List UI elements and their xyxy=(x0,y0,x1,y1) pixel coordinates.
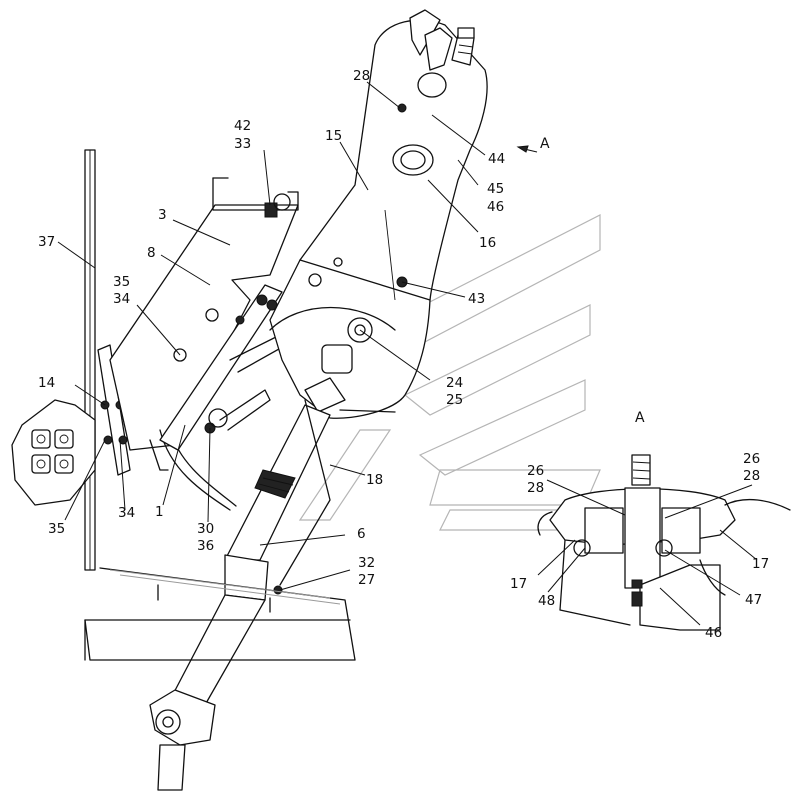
callout-15: 15 xyxy=(325,128,342,144)
callout-27: 27 xyxy=(358,572,375,588)
callout-46-main: 46 xyxy=(487,199,504,215)
view-callout-28-left: 28 xyxy=(527,480,544,496)
callout-30: 30 xyxy=(197,521,214,537)
bracket-plate xyxy=(109,177,299,451)
arrow-label-a: A xyxy=(540,136,550,152)
callout-33: 33 xyxy=(234,136,251,152)
view-callout-17-left: 17 xyxy=(510,576,527,592)
callout-34-b: 34 xyxy=(118,505,135,521)
callout-24: 24 xyxy=(446,375,463,391)
callout-16: 16 xyxy=(479,235,496,251)
callout-37: 37 xyxy=(38,234,55,250)
callout-34-a: 34 xyxy=(113,291,130,307)
callout-45: 45 xyxy=(487,181,504,197)
universal-joint xyxy=(149,689,216,791)
view-callout-26-left: 26 xyxy=(527,463,544,479)
callout-35-b: 35 xyxy=(48,521,65,537)
view-callout-17-right: 17 xyxy=(752,556,769,572)
direction-arrow xyxy=(516,145,538,153)
view-callout-46: 46 xyxy=(705,625,722,641)
floor-plate xyxy=(84,567,356,661)
cab-wall xyxy=(84,149,96,571)
callout-14: 14 xyxy=(38,375,55,391)
callout-28-top: 28 xyxy=(353,68,370,84)
callout-35-a: 35 xyxy=(113,274,130,290)
leader-lines xyxy=(57,81,758,626)
top-handles xyxy=(409,9,475,71)
callout-3: 3 xyxy=(158,207,167,223)
view-callout-47: 47 xyxy=(745,592,762,608)
callout-36: 36 xyxy=(197,538,214,554)
column-mount-plate xyxy=(159,284,296,451)
view-callout-26-right: 26 xyxy=(743,451,760,467)
callout-42: 42 xyxy=(234,118,251,134)
steering-column xyxy=(169,399,331,706)
callout-8: 8 xyxy=(147,245,156,261)
callout-25: 25 xyxy=(446,392,463,408)
pedal-housing xyxy=(269,19,488,419)
view-callout-28-right: 28 xyxy=(743,468,760,484)
callout-labels: 28 42 33 15 A 44 45 46 3 16 37 8 35 34 4… xyxy=(38,68,769,641)
callout-18: 18 xyxy=(366,472,383,488)
view-a-detail xyxy=(537,454,791,631)
callout-43: 43 xyxy=(468,291,485,307)
view-callout-48: 48 xyxy=(538,593,555,609)
callout-1: 1 xyxy=(155,504,164,520)
callout-6: 6 xyxy=(357,526,366,542)
callout-32: 32 xyxy=(358,555,375,571)
view-label-a: A xyxy=(635,410,645,426)
valve-block xyxy=(11,344,131,506)
callout-44: 44 xyxy=(488,151,505,167)
